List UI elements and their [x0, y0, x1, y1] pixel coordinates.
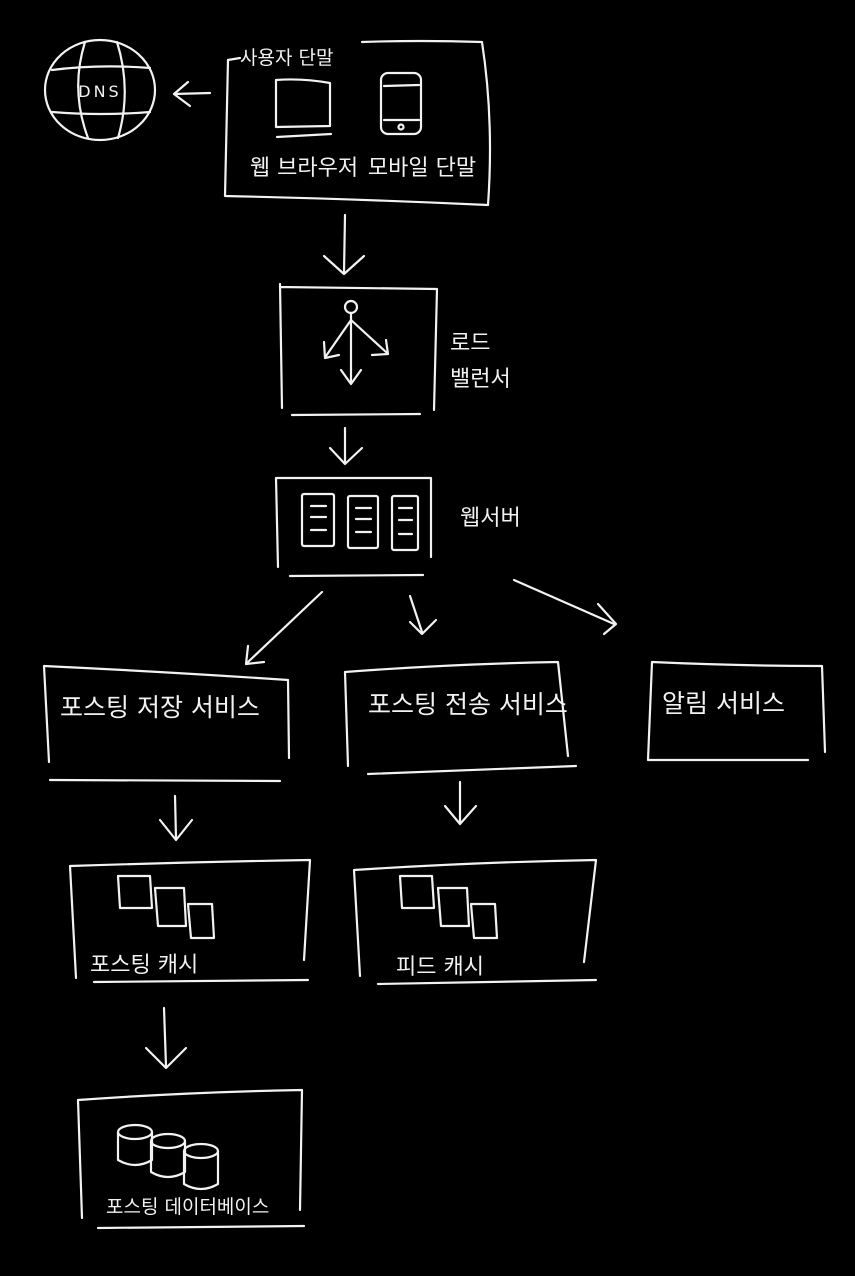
- client-title: 사용자 단말: [240, 47, 333, 69]
- arrow-post-service-to-cache: [158, 794, 194, 842]
- globe-icon: [43, 38, 157, 142]
- mobile-label: 모바일 단말: [368, 156, 476, 181]
- post-cache-label: 포스팅 캐시: [90, 953, 198, 978]
- browser-icon: [274, 78, 333, 139]
- arrow-client-to-dns: [172, 80, 212, 108]
- news-feed-cache-label: 피드 캐시: [396, 955, 484, 980]
- server-icon: [346, 494, 380, 550]
- post-service-label: 포스팅 저장 서비스: [60, 693, 260, 722]
- arrow-web-to-fanout: [408, 594, 438, 636]
- fanout-service-label: 포스팅 전송 서비스: [368, 690, 568, 719]
- dns-label: DNS: [78, 82, 121, 101]
- post-db-label: 포스팅 데이터베이스: [106, 1196, 269, 1218]
- post-db-box[interactable]: 포스팅 데이터베이스: [76, 1088, 306, 1230]
- server-icon: [300, 492, 336, 548]
- load-balancer-label-1: 로드: [450, 331, 490, 356]
- browser-label: 웹 브라우저: [250, 156, 358, 181]
- arrow-web-to-notification: [512, 578, 618, 636]
- arrow-client-to-lb: [322, 213, 366, 276]
- web-servers-label: 웹서버: [460, 506, 521, 531]
- load-balancer-label-2: 밸런서: [450, 367, 511, 392]
- database-icon: [116, 1123, 220, 1191]
- client-box[interactable]: 사용자 단말 웹 브라우저 모바일 단말: [223, 39, 492, 207]
- cache-icon: [398, 874, 499, 940]
- post-cache-box[interactable]: 포스팅 캐시: [68, 858, 312, 984]
- fanout-service-box[interactable]: 포스팅 전송 서비스: [343, 660, 578, 776]
- notification-service-label: 알림 서비스: [662, 689, 785, 718]
- arrow-web-to-post-service: [244, 590, 324, 666]
- arrow-fanout-to-feed-cache: [443, 780, 478, 826]
- notification-service-box[interactable]: 알림 서비스: [646, 660, 827, 762]
- arrow-lb-to-web: [328, 426, 364, 466]
- server-icon: [390, 494, 420, 552]
- cache-icon: [116, 874, 216, 940]
- web-servers-box[interactable]: 웹서버: [274, 476, 521, 578]
- dns-node[interactable]: DNS: [43, 38, 157, 142]
- post-service-box[interactable]: 포스팅 저장 서비스: [42, 664, 291, 783]
- load-balancer-box[interactable]: 로드 밸런서: [278, 282, 511, 417]
- load-balancer-icon: [322, 299, 390, 386]
- news-feed-cache-box[interactable]: 피드 캐시: [352, 858, 598, 986]
- arrow-cache-to-db: [144, 1006, 188, 1070]
- mobile-icon: [379, 71, 423, 136]
